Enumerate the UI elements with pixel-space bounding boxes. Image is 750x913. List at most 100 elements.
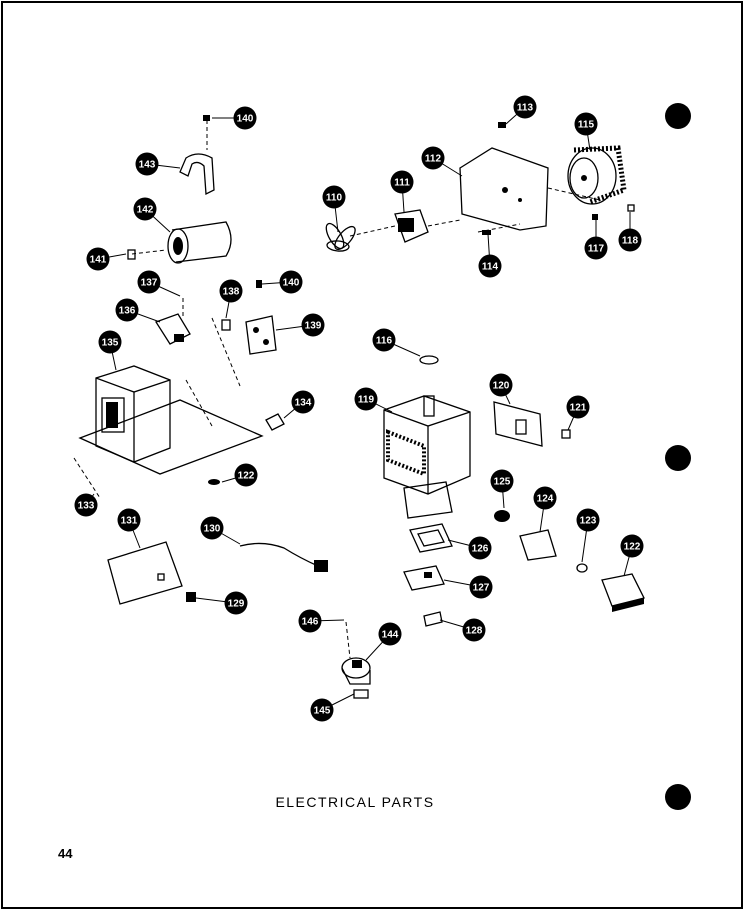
- diagram-title: ELECTRICAL PARTS: [275, 794, 435, 810]
- binder-hole-middle: [665, 445, 691, 471]
- transformer: [95, 365, 171, 463]
- callout-number: 131: [121, 516, 138, 527]
- callout-121: 121: [566, 395, 590, 431]
- callout-number: 114: [482, 262, 499, 273]
- callout-number: 111: [394, 178, 410, 189]
- callout-bubble: [421, 146, 445, 170]
- callout-130: 130: [200, 516, 241, 545]
- callout-bubble: [584, 236, 608, 260]
- callout-136: 136: [115, 298, 161, 323]
- callout-number: 112: [425, 154, 442, 165]
- callout-number: 139: [305, 321, 322, 332]
- callout-bubble: [468, 536, 492, 560]
- callout-bubble: [135, 152, 159, 176]
- callout-111: 111: [390, 170, 414, 213]
- callout-number: 123: [580, 516, 597, 527]
- callout-number: 134: [295, 398, 312, 409]
- callout-bubble: [620, 534, 644, 558]
- callout-number: 144: [382, 630, 399, 641]
- callout-128: 128: [439, 618, 486, 642]
- callout-number: 145: [314, 706, 331, 717]
- callout-bubble: [98, 330, 122, 354]
- callout-bubble: [200, 516, 224, 540]
- callout-number: 118: [622, 236, 639, 247]
- callout-144: 144: [365, 622, 402, 661]
- callout-bubble: [378, 622, 402, 646]
- callout-131: 131: [117, 508, 141, 549]
- callout-bubble: [513, 95, 537, 119]
- thermal-protector: [493, 401, 571, 447]
- callout-number: 128: [466, 626, 483, 637]
- callout-140: 140: [212, 106, 257, 130]
- callout-113: 113: [505, 95, 537, 125]
- binder-hole-top: [665, 103, 691, 129]
- power-relay: [601, 573, 645, 612]
- callout-bubble: [291, 390, 315, 414]
- callout-number: 120: [493, 381, 510, 392]
- callout-bubble: [298, 609, 322, 633]
- hv-capacitor-bracket: [519, 529, 588, 573]
- callout-bubble: [490, 469, 514, 493]
- callout-bubble: [74, 493, 98, 517]
- fan-motor: [394, 209, 461, 243]
- callout-123: 123: [576, 508, 600, 563]
- callout-bubble: [566, 395, 590, 419]
- callout-bubble: [574, 112, 598, 136]
- motor-bracket: [459, 122, 549, 235]
- power-cord: [239, 542, 328, 572]
- callout-number: 129: [228, 599, 245, 610]
- callout-bubble: [279, 270, 303, 294]
- callout-114: 114: [478, 233, 502, 278]
- hv-fuse-holder: [221, 280, 277, 355]
- callout-number: 122: [624, 542, 641, 553]
- turntable-motor: [341, 621, 371, 699]
- callout-127: 127: [443, 575, 493, 599]
- callout-number: 141: [90, 255, 107, 266]
- callout-118: 118: [618, 212, 642, 252]
- callout-number: 119: [358, 395, 375, 406]
- diode: [494, 510, 510, 522]
- callout-120: 120: [489, 373, 513, 405]
- callout-number: 126: [472, 544, 489, 555]
- callout-bubble: [354, 387, 378, 411]
- callout-number: 136: [119, 306, 136, 317]
- callout-bubble: [322, 185, 346, 209]
- callout-number: 146: [302, 617, 319, 628]
- callout-bubble: [390, 170, 414, 194]
- callout-bubble: [576, 508, 600, 532]
- callout-117: 117: [584, 220, 608, 260]
- callout-number: 133: [78, 501, 95, 512]
- callout-125: 125: [490, 469, 514, 509]
- callout-122: 122: [221, 463, 258, 487]
- callout-110: 110: [322, 185, 346, 233]
- callout-141: 141: [86, 247, 127, 271]
- callout-number: 142: [137, 205, 154, 216]
- callout-bubble: [462, 618, 486, 642]
- callout-number: 138: [223, 287, 240, 298]
- callout-bubble: [233, 106, 257, 130]
- callout-134: 134: [283, 390, 315, 419]
- callout-bubble: [234, 463, 258, 487]
- callout-bubble: [301, 313, 325, 337]
- callout-bubble: [137, 270, 161, 294]
- callout-115: 115: [574, 112, 598, 151]
- callout-bubble: [117, 508, 141, 532]
- callout-number: 140: [283, 278, 300, 289]
- callout-number: 110: [326, 193, 343, 204]
- capacitor-strap: [179, 115, 215, 196]
- callout-number: 115: [578, 120, 595, 131]
- callout-116: 116: [372, 328, 421, 357]
- callout-bubble: [533, 486, 557, 510]
- callout-135: 135: [98, 330, 122, 371]
- callout-bubble: [618, 228, 642, 252]
- callout-146: 146: [298, 609, 345, 633]
- callout-133: 133: [74, 493, 98, 517]
- callout-112: 112: [421, 146, 463, 177]
- callout-bubble: [469, 575, 493, 599]
- callout-143: 143: [135, 152, 181, 176]
- callout-126: 126: [447, 536, 492, 560]
- callout-145: 145: [310, 693, 355, 722]
- magnetron-gasket: [409, 523, 453, 553]
- blower-wheel: [547, 145, 635, 220]
